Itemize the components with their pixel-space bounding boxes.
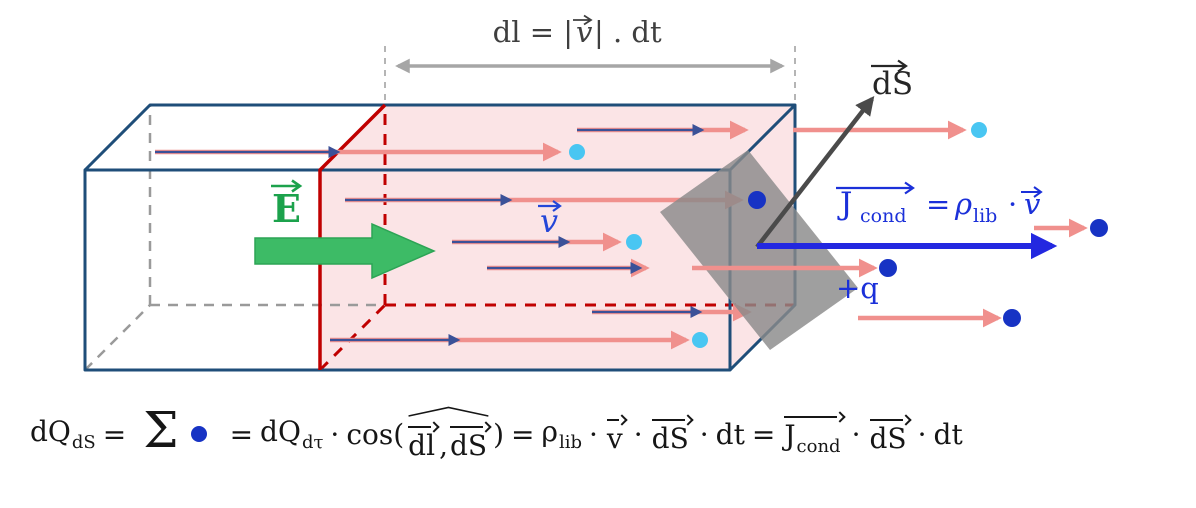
vector-arrow-icon [871,59,908,73]
j-letter: J [837,186,852,222]
cdot: · [633,417,643,451]
e-field-arrow [254,222,436,280]
formula-term-dt: dt [715,417,745,451]
sigma-sum-symbol: Σ [143,401,179,459]
e-field-label: E [271,179,303,231]
velocity-letter: v [540,202,558,240]
cdot: · [1008,187,1017,221]
velocity-label: v [538,200,562,240]
formula-vector-ds: dS [448,422,491,460]
vector-arrow-icon [836,181,915,195]
comma: , [439,429,448,462]
formula-term-rholib: ρlib [541,415,582,453]
formula-term-dt: dt [933,417,963,451]
equals-sign: = [926,187,950,221]
carrier-dot-cyan [626,234,642,250]
equals-sign: = [751,417,776,451]
current-density-label: J cond = ρ lib · v [836,181,1043,227]
cross-section-hidden-edges [318,105,795,372]
rho-letter: ρ [954,187,972,221]
vector-arrow-icon [573,14,593,26]
e-field-letter: E [272,186,301,231]
carrier-dot-navy [1090,219,1108,237]
formula-term-dqdtau: dQdτ [260,415,324,453]
cdot: · [851,417,861,451]
formula-vector-jcond: Jcond [782,412,844,456]
box-hidden-edges [84,105,385,371]
cross-section-edges [318,103,387,370]
cdot: · [589,417,598,451]
formula-vector-ds: dS [868,415,911,453]
flux-charge-formula: dQdS = Σ = dQdτ · cos( dl , dS ) = ρlib … [30,396,963,472]
vector-arrow-icon [538,200,562,212]
vector-arrow-icon [271,179,303,193]
equals-sign: = [229,417,254,451]
equals-sign: = [102,417,127,451]
measurement-label-suffix: | . dt [594,15,662,49]
vector-arrow-icon [1021,186,1043,198]
surface-patch [660,150,858,350]
angle-hat-icon [408,406,489,417]
surface-label: dS [871,59,913,102]
angle-between-dl-ds: dl , dS [406,406,491,462]
formula-vector-ds: dS [650,415,693,453]
cos-close: ) [493,417,505,451]
surface-letters: dS [872,66,913,102]
velocity-arrows-outside [692,120,1088,328]
carrier-dot-cyan [692,332,708,348]
carrier-dot-navy [748,191,766,209]
carrier-dot-cyan [569,144,585,160]
measurement-label-vector: v [576,15,593,49]
charge-label: +q [836,271,879,305]
j-subscript: cond [860,205,906,227]
cdot: · [330,417,340,451]
formula-term-dqds: dQdS [30,415,96,453]
carrier-dot-cyan [971,122,987,138]
carrier-dot-navy [1003,309,1021,327]
formula-vector-dl: dl [406,422,439,460]
equals-sign: = [511,417,535,451]
measurement-label-prefix: dl = | [493,15,573,49]
charge-dot-symbol [190,426,207,442]
carrier-dot-navy [879,259,897,277]
cdot: · [917,417,927,451]
cdot: · [699,417,709,451]
cos-open: cos( [346,417,405,451]
rho-subscript: lib [973,205,997,227]
formula-vector-v: v [605,415,627,453]
measurement-guides [384,46,796,100]
ds-arrow [755,96,875,249]
velocity-arrows-inside [155,120,752,350]
measurement-label: dl = | v | . dt [493,14,662,49]
carrier-dots [569,122,1108,348]
